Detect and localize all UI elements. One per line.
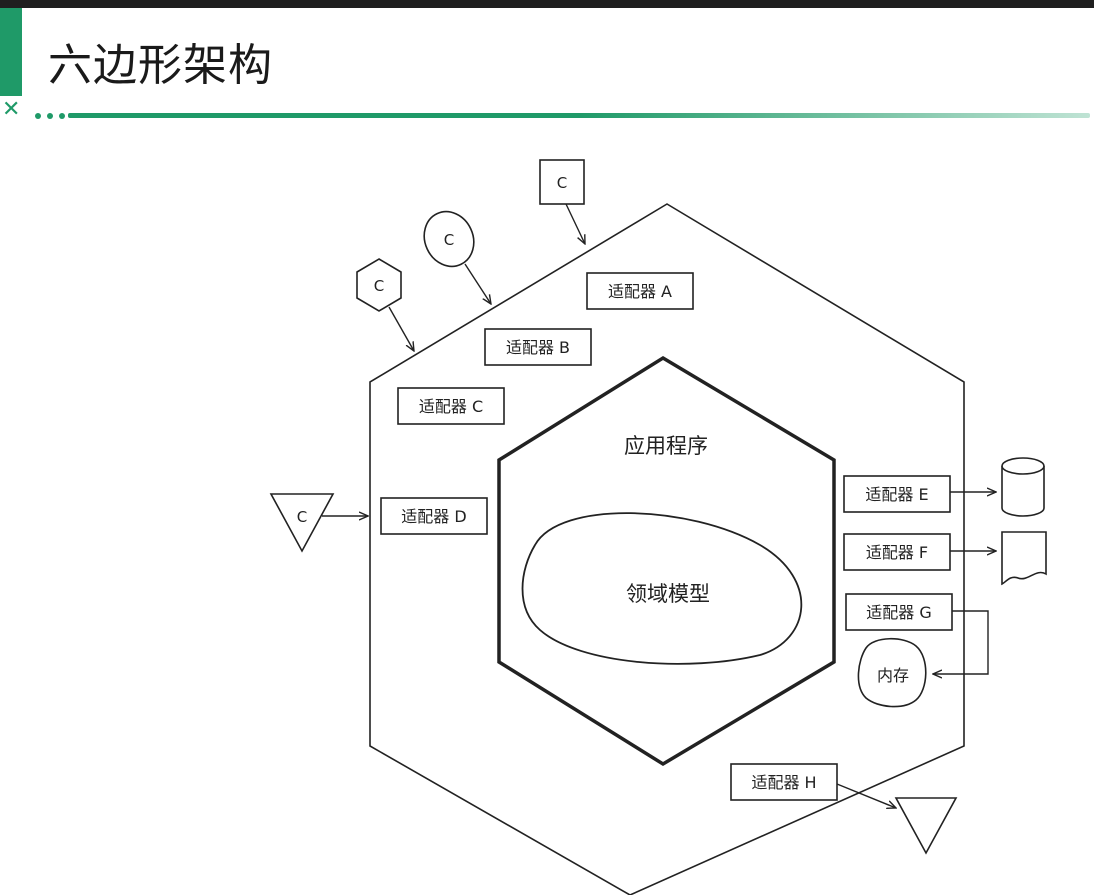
window-top-bar: [0, 0, 1094, 8]
adapter-c-label: 适配器 C: [419, 397, 483, 416]
document-icon: [1001, 531, 1047, 586]
header-dot: [47, 113, 53, 119]
square-client: C: [539, 159, 585, 205]
header-dot: [59, 113, 65, 119]
adapter-h: 适配器 H: [730, 763, 838, 801]
adapter-f-label: 适配器 F: [866, 543, 928, 562]
ellipse-client: C: [423, 210, 475, 268]
square-client-label: C: [557, 174, 567, 192]
adapter-c: 适配器 C: [397, 387, 505, 425]
memory-blob: 内存: [857, 637, 927, 708]
adapter-a: 适配器 A: [586, 272, 694, 310]
database-cylinder-icon: [1001, 457, 1045, 517]
triangle-client-label: C: [297, 508, 307, 526]
adapter-h-label: 适配器 H: [751, 773, 816, 792]
title-accent-bar: [0, 8, 22, 96]
header-dot: [35, 113, 41, 119]
square-client-arrow: [565, 203, 585, 244]
ellipse-client-label: C: [444, 231, 454, 249]
adapter-f: 适配器 F: [843, 533, 951, 571]
adapter-b-label: 适配器 B: [506, 338, 570, 357]
adapter-d-label: 适配器 D: [401, 507, 466, 526]
x-logo-icon: ✕: [2, 97, 20, 122]
adapter-b: 适配器 B: [484, 328, 592, 366]
hexagon-client-label: C: [374, 277, 384, 295]
ellipse-client-arrow: [464, 263, 491, 304]
output-triangle: [894, 797, 958, 855]
adapter-e: 适配器 E: [843, 475, 951, 513]
adapter-g: 适配器 G: [845, 593, 953, 631]
outer-hexagon: [369, 203, 965, 895]
hexagon-client: C: [356, 258, 402, 312]
adapter-d: 适配器 D: [380, 497, 488, 535]
memory-label: 内存: [877, 666, 909, 685]
header-decoration: ✕: [2, 97, 1090, 122]
header-underline: [68, 113, 1090, 118]
adapter-g-arrow: [933, 610, 989, 674]
application-label: 应用程序: [624, 434, 708, 458]
domain-model-blob: [521, 512, 803, 665]
hexagon-client-arrow: [388, 306, 414, 351]
domain-model-label: 领域模型: [626, 582, 710, 606]
triangle-client: C: [269, 493, 335, 553]
adapter-a-label: 适配器 A: [608, 282, 672, 301]
adapter-e-label: 适配器 E: [865, 485, 928, 504]
adapter-h-arrow: [836, 783, 896, 808]
slide-title: 六边形架构: [48, 40, 273, 91]
adapter-g-label: 适配器 G: [866, 603, 932, 622]
application-hexagon: [497, 355, 836, 767]
